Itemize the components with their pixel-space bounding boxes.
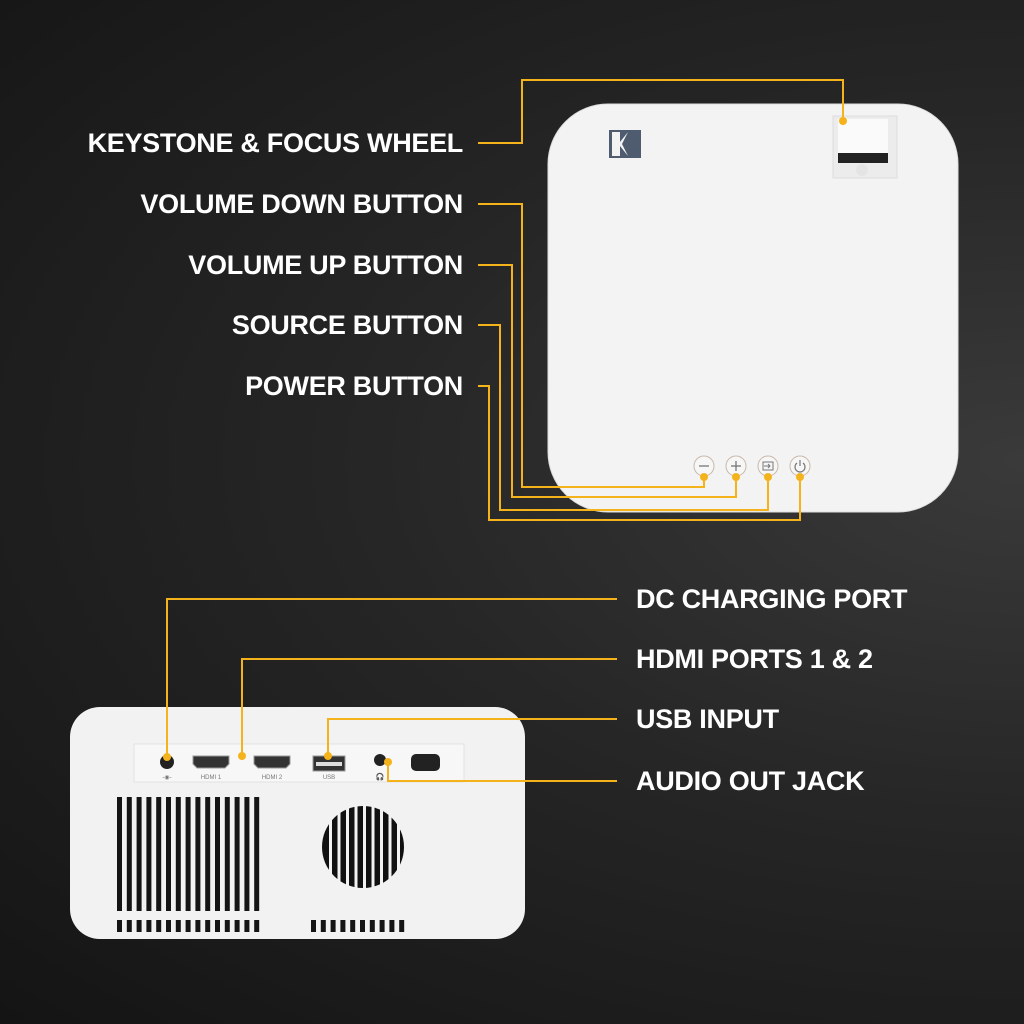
callout-line-hdmi: [241, 658, 617, 756]
hdmi-port-1[interactable]: [192, 755, 230, 769]
label-hdmi-ports: HDMI PORTS 1 & 2: [636, 644, 873, 674]
vent-slat: [234, 797, 240, 911]
vent-slat: [146, 920, 152, 932]
dot-source: [764, 473, 772, 481]
dot-dc: [163, 753, 171, 761]
callout-dots: [163, 117, 847, 766]
vent-slat: [136, 920, 142, 932]
dot-power: [796, 473, 804, 481]
callout-line-dc: [166, 598, 617, 757]
callout-line-keystone: [478, 79, 844, 144]
vent-slat: [215, 797, 220, 911]
vent-slat: [117, 797, 122, 911]
label-usb-input: USB INPUT: [636, 704, 779, 734]
vent-slat: [254, 920, 260, 932]
vent-slat: [136, 797, 142, 911]
speaker-bar: [354, 805, 358, 889]
vent-slat: [244, 797, 250, 911]
callout-line-volume-down: [478, 203, 705, 488]
vent-slat: [175, 920, 181, 932]
vent-slat: [175, 797, 181, 911]
vent-bottom: [117, 920, 405, 932]
audio-out-jack[interactable]: [374, 754, 386, 766]
power-button[interactable]: [789, 455, 811, 477]
dot-keystone: [839, 117, 847, 125]
callout-line-volume-up: [478, 264, 737, 498]
vent-slat: [224, 920, 230, 932]
label-audio-out-jack: AUDIO OUT JACK: [636, 766, 865, 796]
kodak-logo: [609, 130, 641, 158]
vent-slat: [126, 920, 132, 932]
vent-slat: [146, 797, 152, 911]
vent-slat: [205, 797, 211, 911]
vent-slat: [360, 920, 365, 932]
vent-slat: [244, 920, 250, 932]
vent-slat: [185, 797, 191, 911]
vent-slat: [311, 920, 316, 932]
ir-receiver: [411, 754, 440, 771]
speaker-bar: [388, 805, 392, 889]
vent-slat: [389, 920, 395, 932]
vent-slat: [330, 920, 336, 932]
dot-audio: [384, 758, 392, 766]
label-dc-charging-port: DC CHARGING PORT: [636, 584, 908, 614]
speaker-bar: [346, 805, 349, 889]
projector-top-view: [547, 103, 959, 513]
vent-slat: [156, 920, 162, 932]
label-volume-up-button: VOLUME UP BUTTON: [188, 250, 463, 280]
vent-slat: [215, 920, 220, 932]
vent-slat: [399, 920, 405, 932]
vent-slat: [205, 920, 211, 932]
vent-slat: [195, 797, 201, 911]
vent-slat: [234, 920, 240, 932]
label-keystone-focus-wheel: KEYSTONE & FOCUS WHEEL: [87, 128, 464, 158]
vent-slat: [350, 920, 356, 932]
vent-slat: [185, 920, 191, 932]
vent-slat: [320, 920, 326, 932]
projector-rear-view: -◉- HDMI 1 HDMI 2 USB 🎧: [70, 707, 525, 939]
vent-slat: [166, 797, 171, 911]
speaker-bar: [380, 805, 383, 889]
dot-usb: [324, 752, 332, 760]
speaker-bar: [337, 805, 341, 889]
keystone-focus-wheel[interactable]: [832, 115, 898, 179]
vent-slat: [254, 797, 260, 911]
callout-line-source: [478, 324, 769, 511]
callout-line-usb: [327, 718, 617, 756]
vent-slat: [379, 920, 385, 932]
vent-slat: [369, 920, 375, 932]
label-source-button: SOURCE BUTTON: [231, 310, 463, 340]
speaker-grille: [322, 805, 404, 889]
label-power-button: POWER BUTTON: [245, 371, 463, 401]
vent-slat: [195, 920, 201, 932]
headphone-icon: 🎧: [376, 772, 385, 781]
dc-symbol: -◉-: [162, 775, 171, 781]
dot-hdmi: [238, 752, 246, 760]
vent-slat: [224, 797, 230, 911]
hdmi1-label: HDMI 1: [201, 775, 222, 781]
hdmi-port-2[interactable]: [253, 755, 291, 769]
speaker-bar: [371, 805, 375, 889]
usb-label: USB: [323, 775, 335, 781]
callout-line-audio: [387, 762, 617, 782]
vent-slat: [117, 920, 122, 932]
speaker-bar: [329, 805, 332, 889]
dot-volume-up: [732, 473, 740, 481]
callout-lines: [166, 79, 844, 782]
speaker-bar: [363, 805, 366, 889]
volume-up-button[interactable]: [725, 455, 747, 477]
speaker-bar: [397, 805, 400, 889]
dot-volume-down: [700, 473, 708, 481]
label-volume-down-button: VOLUME DOWN BUTTON: [140, 189, 463, 219]
vent-left: [117, 797, 260, 911]
callout-line-power: [478, 385, 801, 521]
vent-slat: [126, 797, 132, 911]
volume-down-button[interactable]: [693, 455, 715, 477]
vent-slat: [340, 920, 346, 932]
vent-slat: [166, 920, 171, 932]
vent-slat: [156, 797, 162, 911]
hdmi2-label: HDMI 2: [262, 775, 283, 781]
